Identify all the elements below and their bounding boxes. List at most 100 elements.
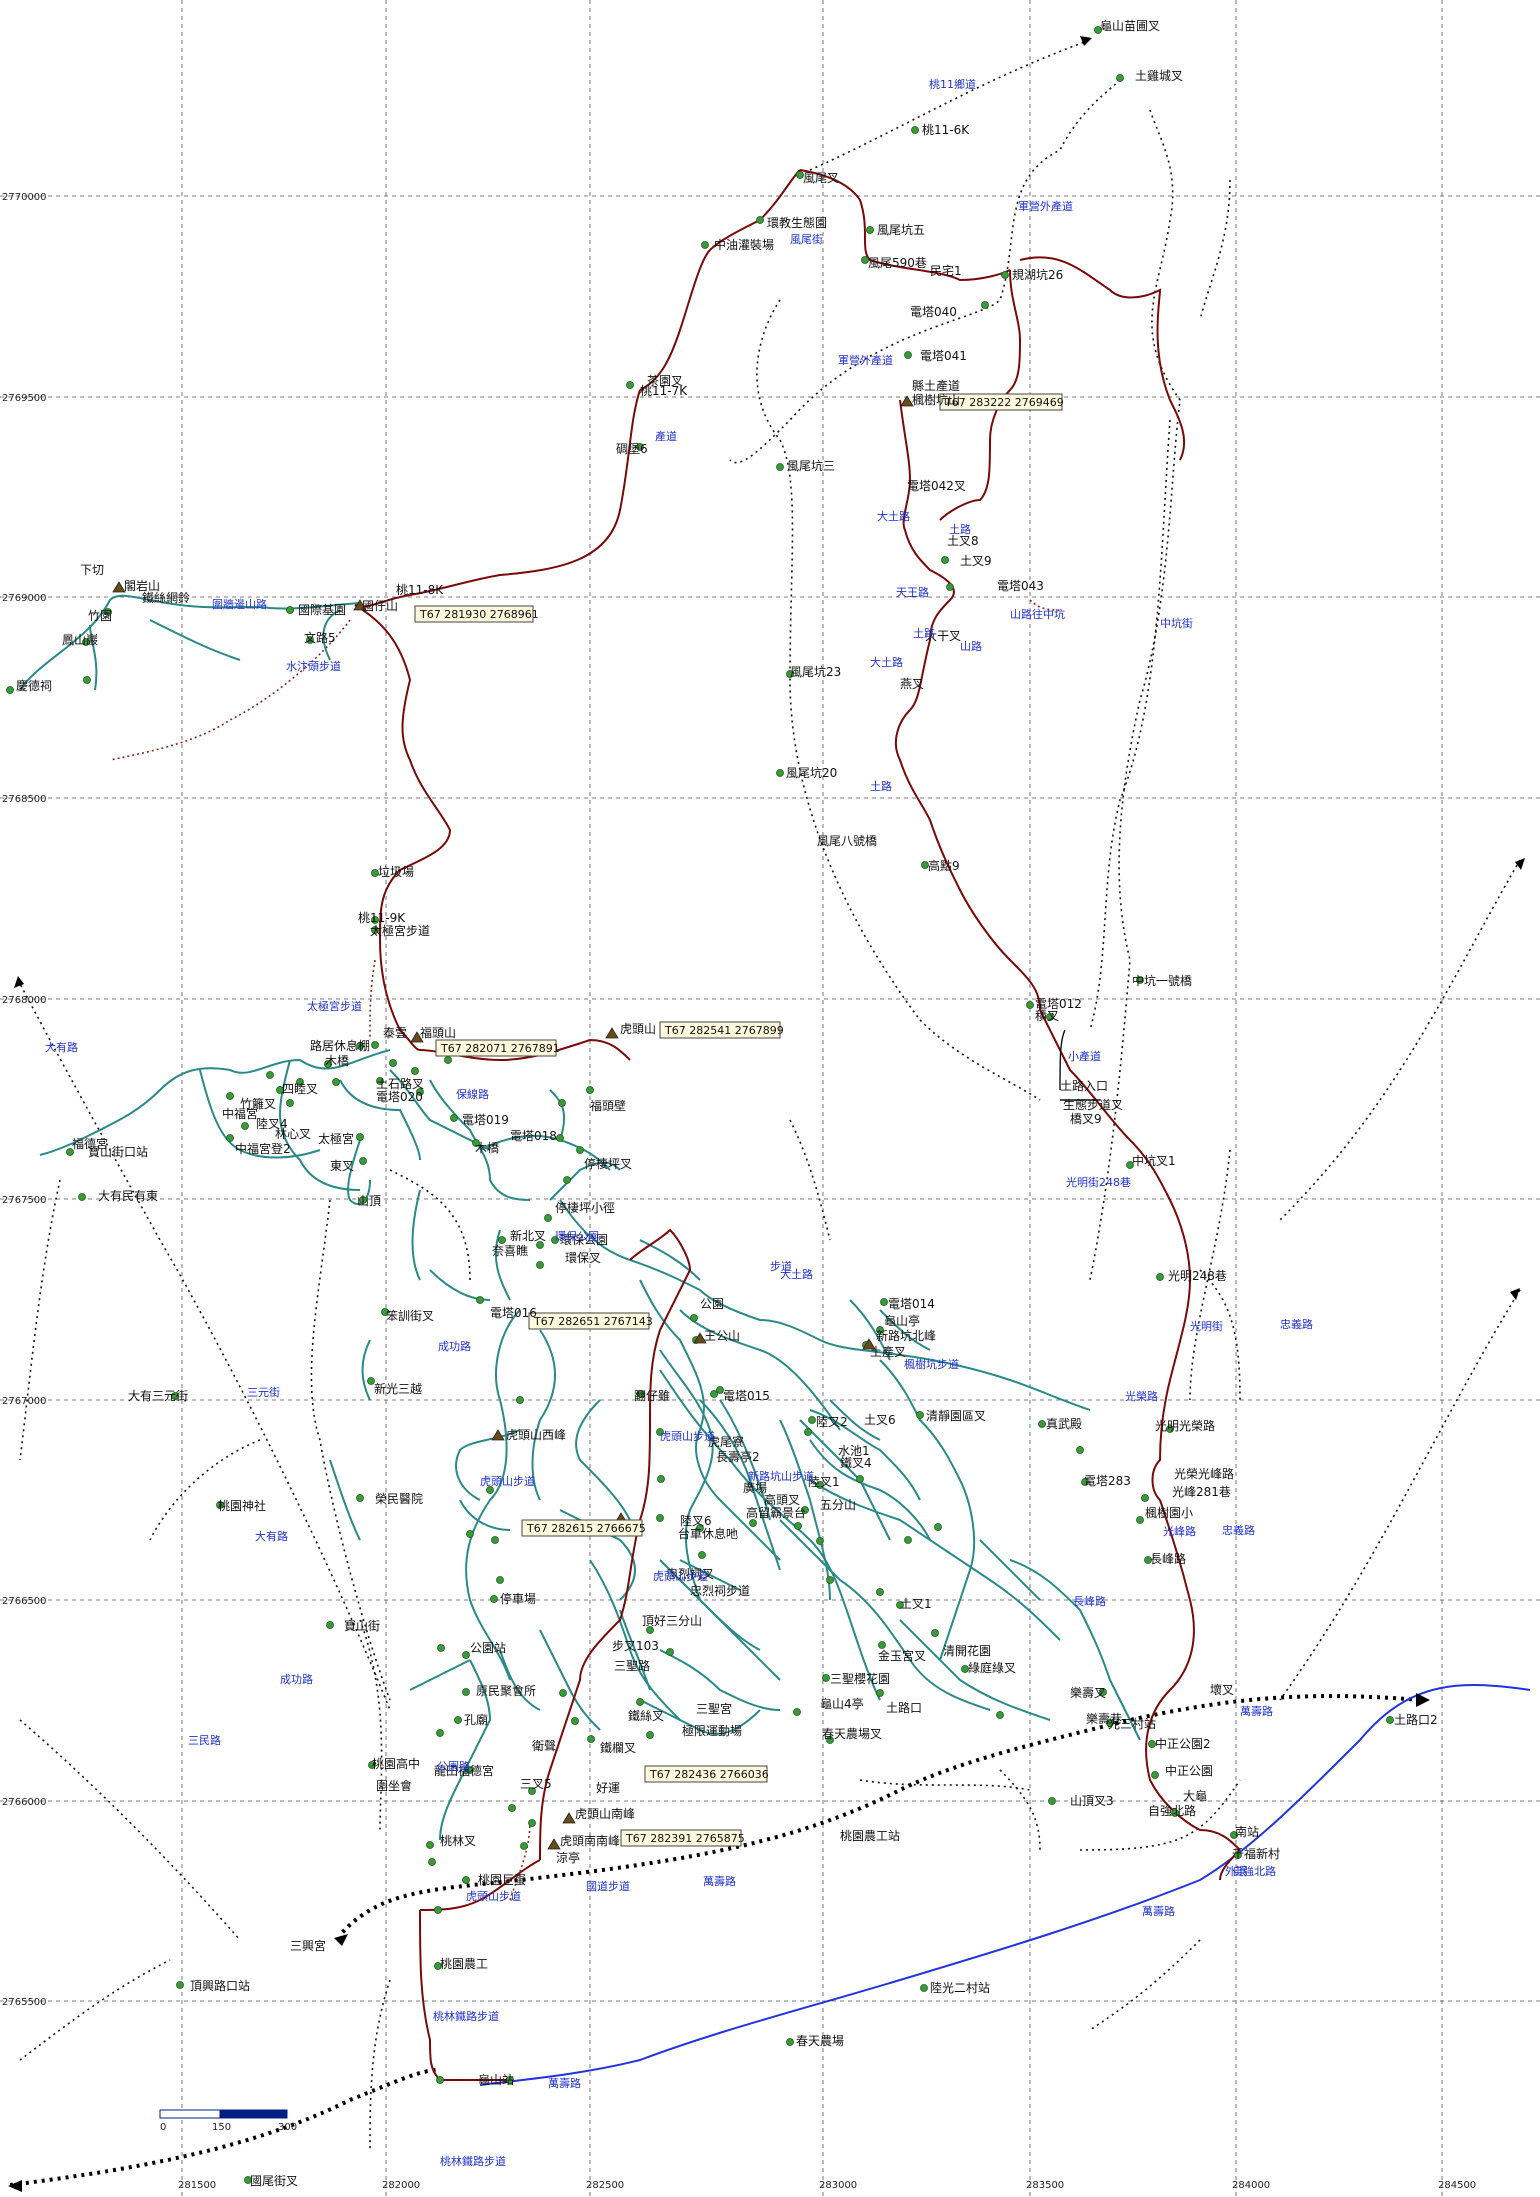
place-label: 光榮光峰路 [1174,1466,1234,1481]
place-label: 極限運動場 [682,1723,742,1738]
place-label: 五分山 [820,1498,856,1512]
road-arrows [8,36,1525,2192]
place-label: 桃園巨蛋 [478,1872,526,1887]
place-label: 停棲坪小徑 [555,1200,615,1215]
place-label: 龍田福德宮 [434,1763,494,1778]
place-label: 綠庭綠叉 [968,1660,1016,1675]
place-label: 電塔016 [490,1306,537,1320]
dotted-roads [17,39,1521,2151]
place-label: 桃園農工 [440,1956,488,1971]
place-label: 步叉103 [612,1639,659,1653]
place-label: 壞叉 [1210,1683,1234,1697]
place-label: 竹園 [88,609,112,623]
northing-label: 2766500 [2,1596,47,1607]
grid-labels: 2770000 2769500 2769000 2768500 2768000 … [2,192,1476,2191]
road-label: 桃11鄉道 [929,77,976,91]
place-label: 桃11-8K [396,582,444,597]
place-label: 規湖坑26 [1012,267,1063,282]
place-label: 土雞城叉 [1135,69,1183,83]
place-label: 高頭叉 [764,1492,800,1507]
road-label: 軍營外產道 [1018,199,1073,213]
road-label: 自強北路 [1232,1865,1276,1878]
place-label: 土叉8 [947,534,979,548]
place-label: 下切 [80,563,104,577]
place-label: 木橋 [325,1054,349,1068]
road-label: 萬壽路 [1142,1904,1175,1918]
place-label: 燕叉 [900,677,924,691]
place-label: 泰雲 [383,1026,407,1040]
place-label: 三聖路 [614,1658,650,1673]
road-label: 大有路 [255,1529,288,1543]
place-label: 環教生態園 [767,215,827,230]
place-label: 風尾叉 [803,171,839,185]
place-label: 高留霸景台 [746,1505,806,1520]
place-label: 涼亭 [556,1850,580,1865]
place-label: 桃11-9K [358,910,406,925]
place-label: 南站 [1235,1824,1259,1839]
scale-label: 0 [160,2122,166,2133]
place-label: 三聖宮 [696,1701,732,1716]
place-label: 土石路叉 [376,1076,424,1091]
place-label: 忠烈祠步道 [690,1584,750,1598]
place-label: 環保公園 [560,1233,608,1247]
northing-label: 2765500 [2,1997,47,2008]
place-label: 土叉6 [864,1413,896,1427]
road-label: 萬壽路 [1240,1704,1273,1718]
place-label: 電塔042叉 [907,479,966,493]
place-label: 碉堡6 [616,441,648,456]
peak-name: 虎頭南南峰 [560,1833,620,1848]
road-label: 萬壽路 [703,1874,736,1888]
peak-tag: T67 282615 2766675 [526,1522,646,1535]
place-label: 路居休息棚 [310,1038,370,1053]
northing-label: 2768500 [2,794,47,805]
place-label: 寶山街口站 [88,1144,148,1159]
place-label: 原民聚會所 [476,1684,536,1698]
road-label: 產道 [655,429,677,443]
place-label: 桃園農工站 [840,1828,900,1843]
place-label: 桃園高中 [372,1756,420,1771]
road-label: 萬壽路 [548,2076,581,2090]
place-label: 新北叉 [510,1228,546,1243]
place-label: 奈喜瞧 [492,1244,528,1258]
peak-name: 虎頭山南峰 [575,1806,635,1821]
place-label: 中正公園2 [1155,1736,1211,1751]
place-label: 陸叉1 [808,1475,840,1489]
scale-bar: 0 150 300 [159,2109,297,2133]
place-label: 風尾坑三 [787,458,835,473]
road-label: 虎頭山步道 [466,1889,521,1903]
place-label: 電塔014 [888,1297,935,1311]
place-label: 長壽亭2 [716,1449,760,1464]
road-label: 土路 [870,780,892,793]
place-label: 寶山街 [344,1618,380,1633]
road-label: 軍營外產道 [838,353,893,367]
place-label: 圍坐會 [376,1779,412,1793]
red-trails [354,169,1241,2081]
red-dotted-trails [109,599,1061,1901]
place-label: 廣場 [743,1481,767,1495]
road-label: 忠義路 [1222,1523,1255,1537]
road-label: 桃林鐵路步道 [440,2154,506,2168]
road-label: 光峰路 [1163,1524,1196,1538]
teal-trails [19,594,1141,1841]
place-label: 慶德祠 [16,678,52,693]
place-label: 春天農場 [796,2034,844,2048]
road-label: 忠義路 [1280,1317,1313,1331]
road-label: 大土路 [877,509,910,523]
place-label: 頂好三分山 [642,1614,702,1628]
peak-tag: T67 282541 2767899 [664,1024,784,1037]
place-label: 電塔015 [723,1389,770,1403]
road-label: 中坑街 [1160,616,1193,630]
place-label: 福頭壁 [590,1098,626,1113]
place-label: 千福新村 [1232,1846,1280,1861]
route-markers [6,26,1394,2184]
place-label: 風尾590巷 [868,256,927,270]
main-dotted-road [9,1694,1421,2187]
place-label: 橋叉9 [1070,1112,1102,1126]
road-labels: 桃11鄉道 風尾街 軍營外產道 軍營外產道 山路往中坑 中坑街 大有路 大有路 … [45,77,1313,2168]
place-label: 電塔019 [462,1113,509,1127]
easting-label: 284500 [1438,2180,1476,2191]
easting-label: 283500 [1026,2180,1064,2191]
road-label: 三民路 [188,1734,221,1747]
